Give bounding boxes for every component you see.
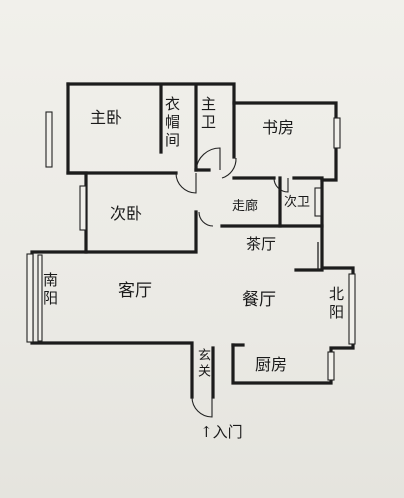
south-balcony-label: 南阳 bbox=[41, 272, 59, 308]
second-bedroom-label: 次卧 bbox=[110, 204, 143, 223]
doors bbox=[175, 147, 319, 418]
study-label: 书房 bbox=[262, 118, 295, 137]
foyer-label: 玄关 bbox=[195, 348, 210, 380]
closet-label: 衣帽间 bbox=[163, 96, 181, 150]
tea-room-label: 茶厅 bbox=[246, 235, 277, 253]
dining-room-label: 餐厅 bbox=[242, 290, 276, 310]
windows bbox=[26, 111, 356, 381]
living-room-label: 客厅 bbox=[118, 281, 152, 301]
master-bath-label: 主卫 bbox=[199, 96, 217, 132]
kitchen-label: 厨房 bbox=[255, 355, 288, 374]
outer-walls bbox=[30, 82, 355, 399]
entrance-label: ↑入门 bbox=[200, 423, 243, 441]
master-bedroom-label: 主卧 bbox=[90, 108, 123, 127]
north-balcony-label: 北阳 bbox=[327, 286, 345, 322]
second-bath-label: 次卫 bbox=[284, 195, 311, 210]
interior-walls bbox=[66, 84, 324, 347]
hallway-label: 走廊 bbox=[232, 199, 259, 214]
